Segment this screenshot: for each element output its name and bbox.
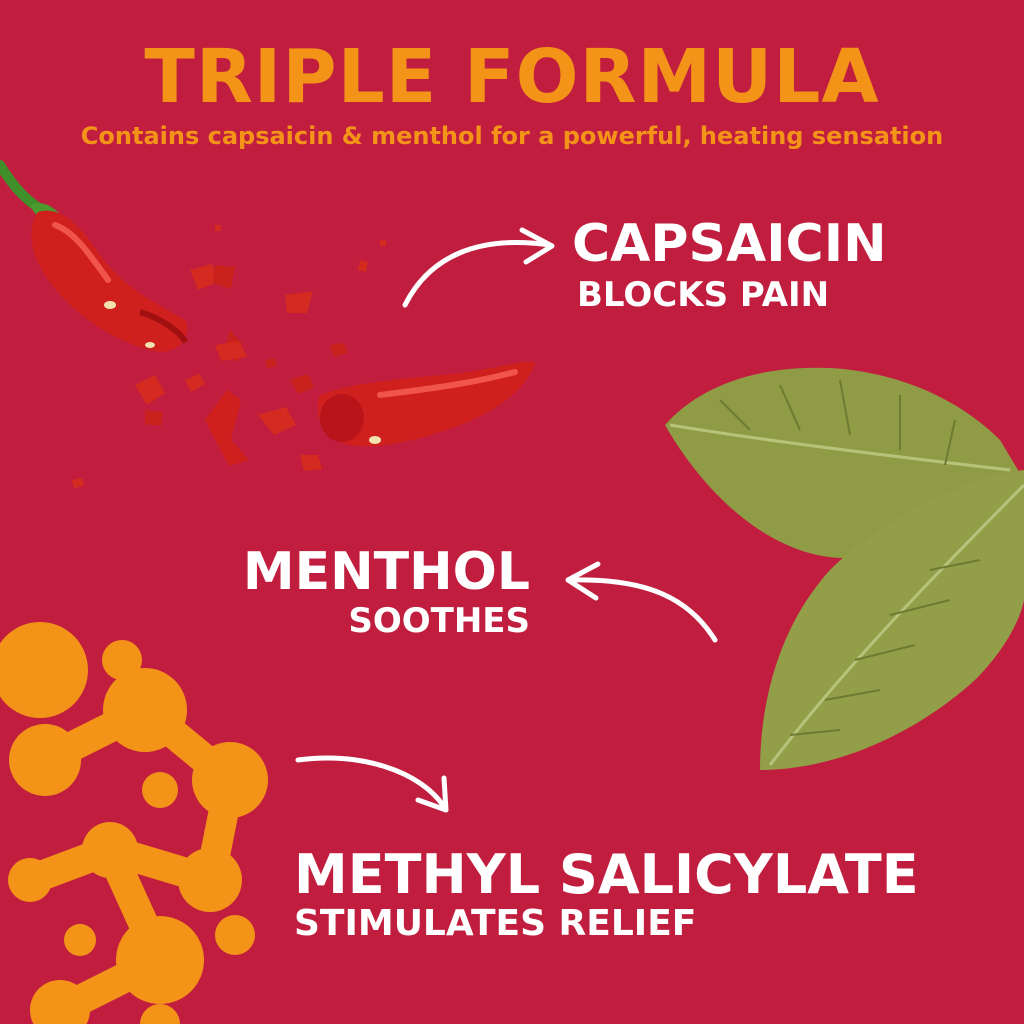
molecule-icon — [0, 622, 268, 1024]
ingredient-benefit-capsaicin: BLOCKS PAIN — [577, 275, 830, 315]
ingredient-name-menthol: MENTHOL — [242, 542, 530, 602]
ingredient-name-capsaicin: CAPSAICIN — [572, 214, 887, 274]
arrow-down-right-icon — [295, 755, 449, 813]
ingredient-benefit-methyl-salicylate: STIMULATES RELIEF — [294, 903, 697, 944]
mint-leaf-icon — [665, 367, 1024, 770]
headline: TRIPLE FORMULA — [144, 34, 880, 120]
ingredient-name-methyl-salicylate: METHYL SALICYLATE — [294, 843, 919, 906]
ingredient-benefit-menthol: SOOTHES — [348, 601, 530, 641]
arrow-right-icon — [402, 227, 555, 308]
chili-pepper-icon — [0, 160, 535, 488]
subheadline: Contains capsaicin & menthol for a power… — [80, 122, 944, 150]
arrow-left-icon — [565, 561, 718, 643]
